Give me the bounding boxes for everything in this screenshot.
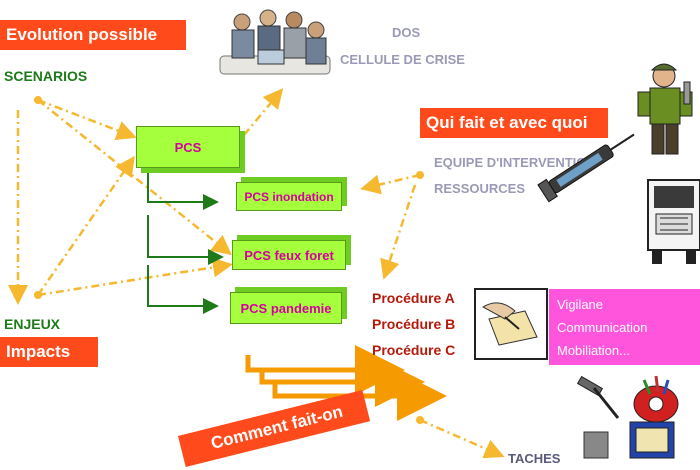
box-pcs-feux-foret: PCS feux foret	[232, 240, 346, 270]
action-mobilisation: Mobiliation...	[557, 343, 630, 358]
procedure-a: Procédure A	[372, 290, 455, 306]
label-taches: TACHES	[508, 451, 561, 466]
enjeux-dot	[34, 291, 42, 299]
equipe-dot	[416, 171, 424, 179]
action-vigilance: Vigilane	[557, 297, 604, 312]
procedure-b: Procédure B	[372, 316, 456, 332]
scenario-dot	[34, 96, 42, 104]
banner-qui-fait: Qui fait et avec quoi	[420, 108, 608, 138]
procedure-dot	[416, 416, 424, 424]
box-pcs: PCS	[136, 126, 240, 168]
banner-impacts: Impacts	[0, 337, 98, 367]
actions-box: Vigilane Communication Mobiliation...	[549, 289, 700, 365]
banner-evolution: Evolution possible	[0, 20, 186, 50]
label-scenarios: SCENARIOS	[4, 68, 88, 84]
box-pcs-pandemie: PCS pandemie	[230, 292, 342, 324]
action-communication: Communication	[557, 320, 648, 335]
procedure-c: Procédure C	[372, 342, 456, 358]
label-dos: DOS	[392, 25, 421, 40]
box-pcs-inondation: PCS inondation	[236, 182, 342, 211]
label-cellule-de-crise: CELLULE DE CRISE	[340, 52, 465, 67]
label-enjeux: ENJEUX	[4, 316, 61, 332]
label-ressources: RESSOURCES	[434, 181, 526, 196]
label-equipe-intervention: EQUIPE D'INTERVENTION	[434, 155, 596, 170]
